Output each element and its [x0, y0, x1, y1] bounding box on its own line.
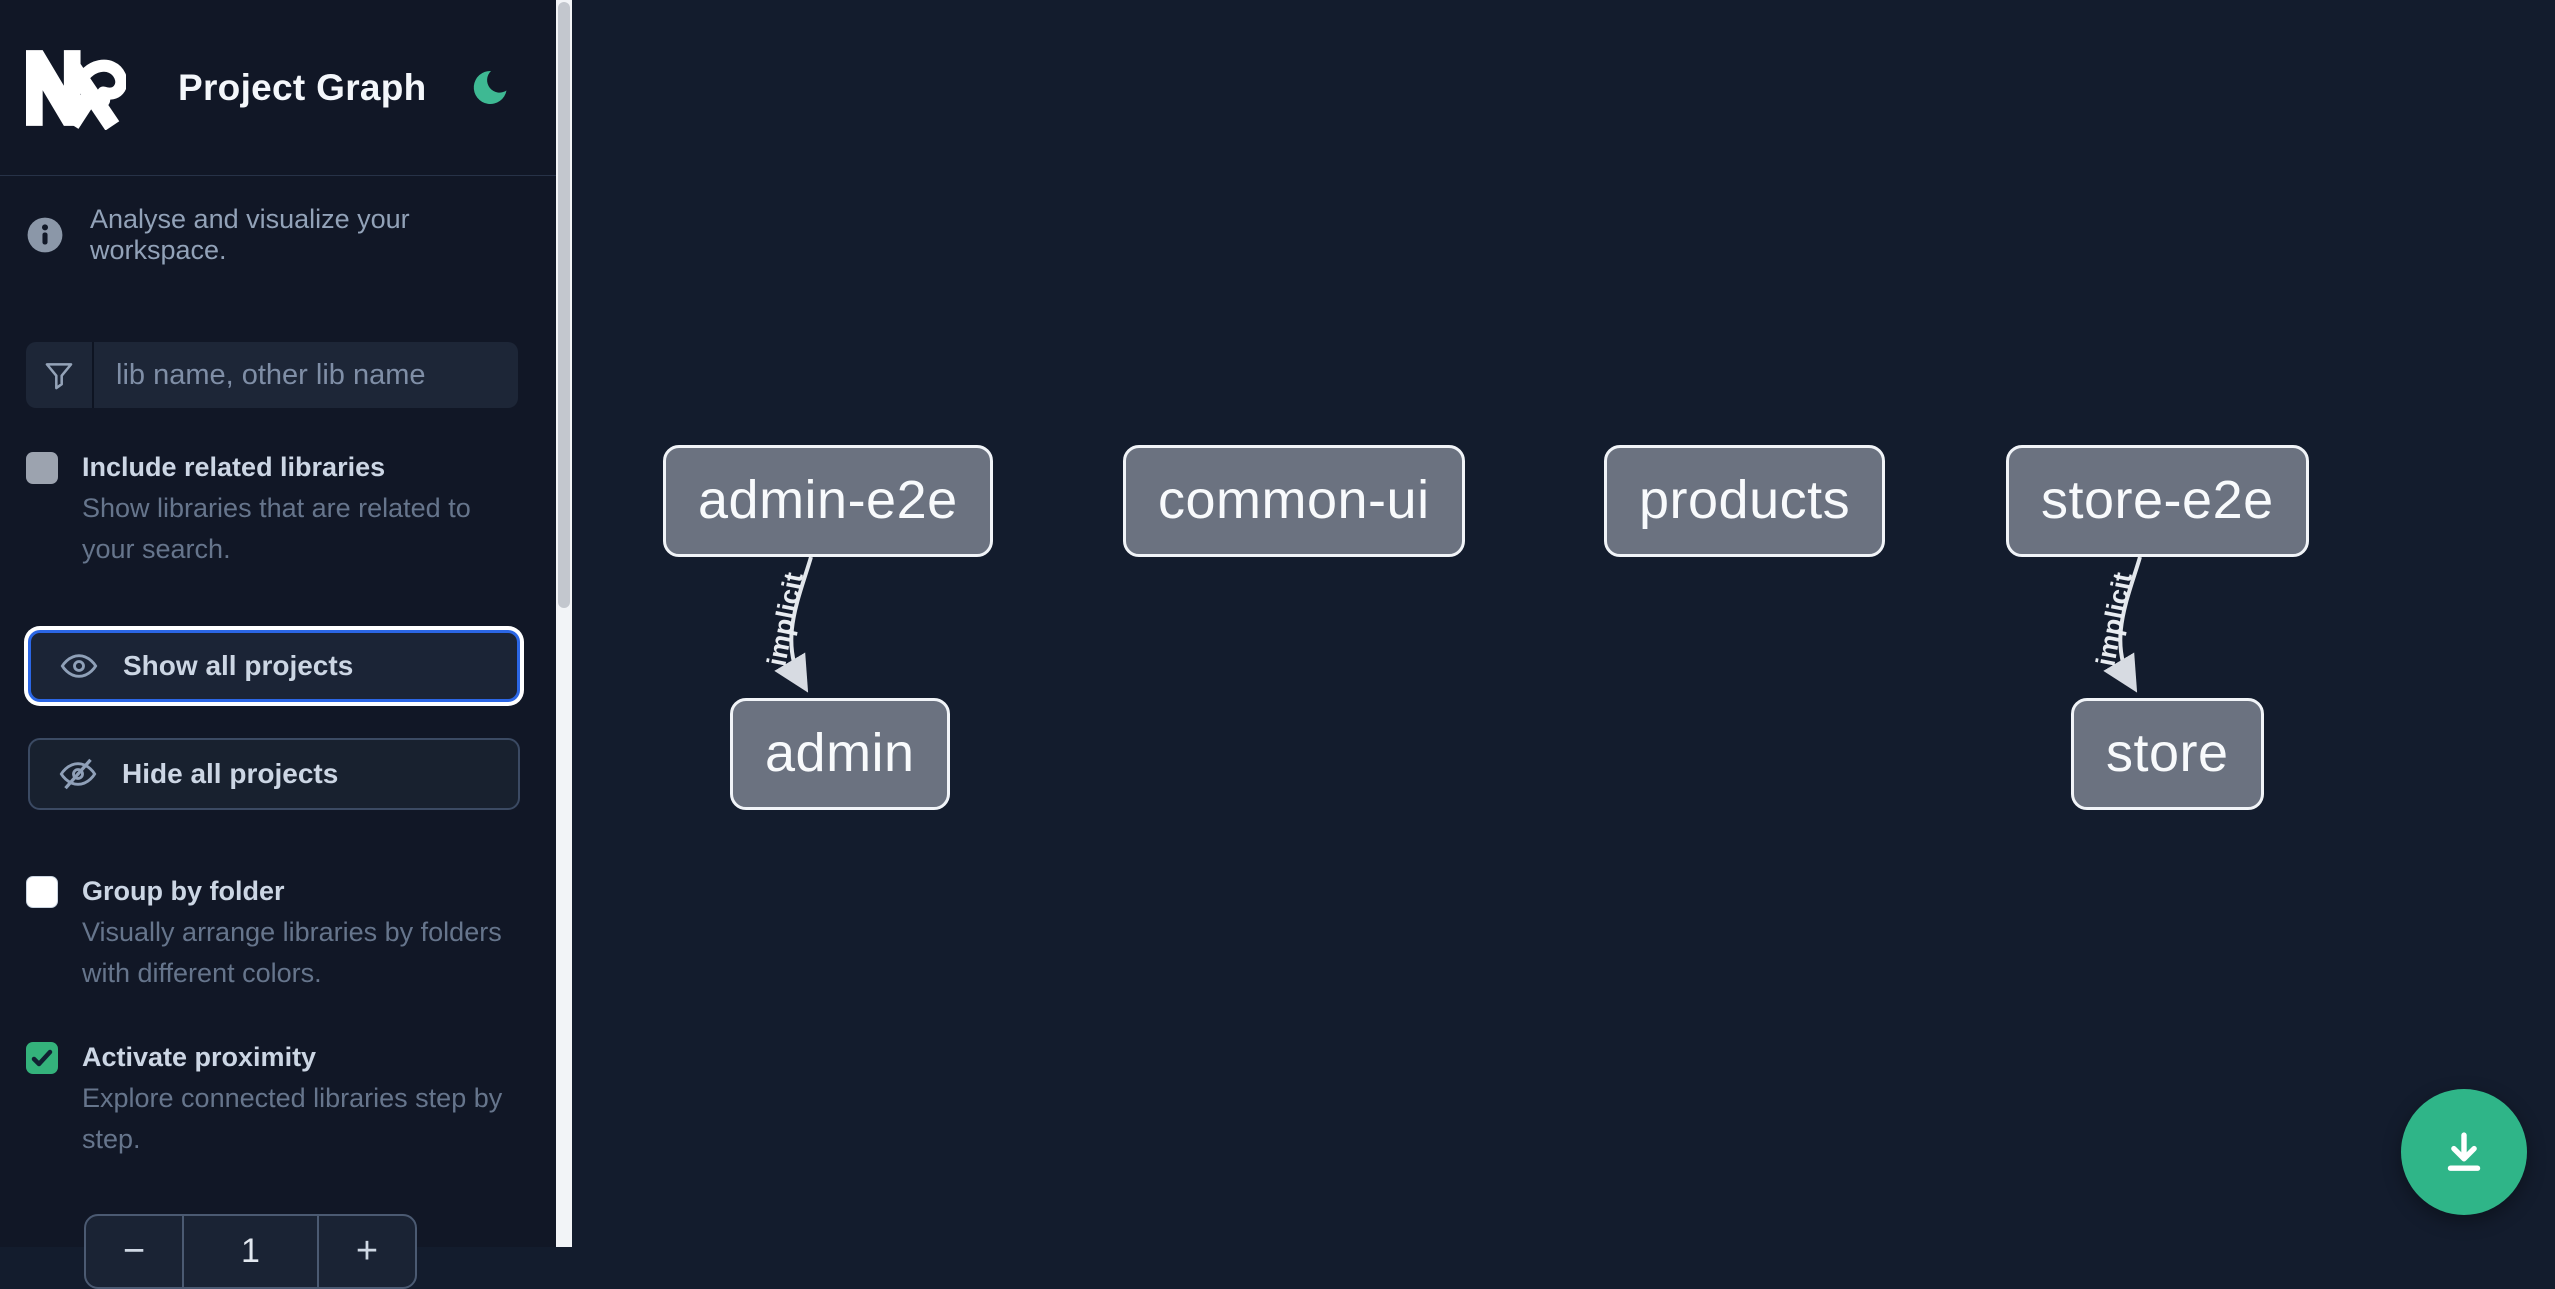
edge-label-implicit: implicit: [2090, 570, 2137, 669]
edge-store-e2e-store[interactable]: implicit: [2090, 556, 2142, 693]
hide-all-projects-button[interactable]: Hide all projects: [28, 738, 520, 810]
download-graph-button[interactable]: [2401, 1089, 2527, 1215]
filter-input[interactable]: [94, 342, 518, 408]
option-include-related-libraries[interactable]: Include related libraries Show libraries…: [26, 450, 530, 570]
funnel-icon: [26, 342, 94, 408]
proximity-decrement-button[interactable]: −: [122, 1230, 146, 1272]
project-graph-canvas[interactable]: implicit implicit admin-e2e common-ui pr…: [572, 0, 2555, 1247]
proximity-increment-button[interactable]: +: [355, 1230, 379, 1272]
checkbox-group-by-folder[interactable]: [26, 876, 58, 908]
graph-edges: implicit implicit: [761, 556, 2142, 693]
option-activate-proximity[interactable]: Activate proximity Explore connected lib…: [26, 1040, 530, 1160]
filter-box: [26, 342, 518, 408]
show-all-projects-button[interactable]: Show all projects: [28, 630, 520, 702]
graph-node-products[interactable]: products: [1604, 445, 1886, 557]
show-all-projects-label: Show all projects: [123, 650, 354, 681]
sidebar-scrollbar: [556, 0, 572, 1247]
edge-admin-e2e-admin[interactable]: implicit: [761, 556, 813, 693]
hide-all-projects-label: Hide all projects: [122, 758, 339, 789]
workspace-tagline: Analyse and visualize your workspace.: [90, 204, 410, 265]
graph-node-admin-e2e[interactable]: admin-e2e: [663, 445, 993, 557]
option-description: Show libraries that are related to your …: [82, 493, 471, 564]
sidebar-scrollbar-thumb[interactable]: [558, 2, 570, 608]
workspace-tagline-row: Analyse and visualize your workspace.: [26, 204, 530, 266]
option-title: Group by folder: [82, 876, 285, 906]
page-title: Project Graph: [178, 66, 427, 108]
checkbox-activate-proximity[interactable]: [26, 1042, 58, 1074]
graph-node-store[interactable]: store: [2071, 698, 2264, 810]
sidebar-header: Project Graph: [0, 0, 556, 176]
nx-logo: [26, 49, 126, 130]
option-description: Visually arrange libraries by folders wi…: [82, 917, 502, 988]
check-icon: [31, 1049, 53, 1067]
option-group-by-folder[interactable]: Group by folder Visually arrange librari…: [26, 874, 530, 994]
download-icon: [2447, 1132, 2481, 1171]
proximity-stepper: − 1 +: [84, 1214, 417, 1289]
info-icon: [27, 217, 63, 253]
edge-label-implicit: implicit: [761, 570, 808, 669]
proximity-depth-value: 1: [182, 1216, 319, 1287]
checkbox-include-related-libraries[interactable]: [26, 452, 58, 484]
eye-off-icon: [59, 758, 97, 790]
moon-icon[interactable]: [465, 66, 509, 110]
eye-icon: [60, 654, 98, 678]
option-title: Activate proximity: [82, 1042, 317, 1072]
sidebar: Project Graph Analyse and visualize your…: [0, 0, 556, 1289]
graph-node-common-ui[interactable]: common-ui: [1123, 445, 1465, 557]
option-description: Explore connected libraries step by step…: [82, 1083, 503, 1154]
graph-node-admin[interactable]: admin: [730, 698, 950, 810]
option-title: Include related libraries: [82, 452, 386, 482]
graph-node-store-e2e[interactable]: store-e2e: [2006, 445, 2309, 557]
